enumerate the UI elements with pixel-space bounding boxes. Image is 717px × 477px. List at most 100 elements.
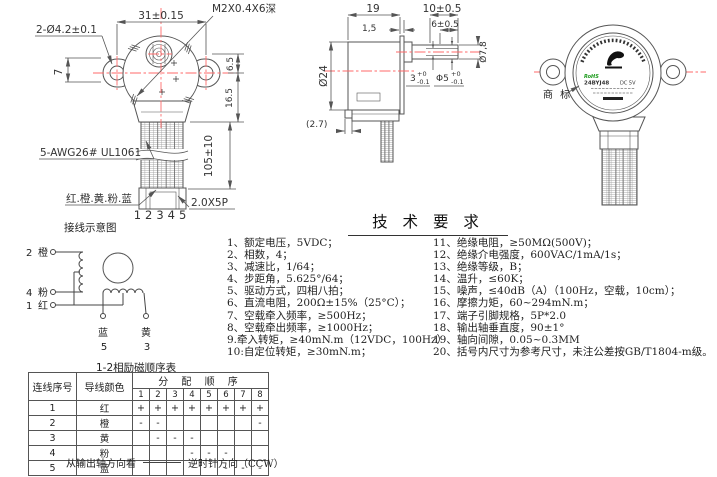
spec-list-left: 1、额定电压，5VDC； 2、相数，4； 3、减速比，1/64； 4、步距角，5… xyxy=(227,237,447,358)
cell-mark xyxy=(200,415,218,431)
dim-depth: 19 xyxy=(366,3,379,15)
label-view-drawing: RoHS 24BYJ48 DC 5V 商 标 xyxy=(534,24,706,206)
cell-mark: - xyxy=(149,430,167,446)
header-sequence: 分 配 顺 序 xyxy=(132,372,269,389)
cell-mark xyxy=(132,430,150,446)
terminal-2 xyxy=(50,249,56,255)
spec-item: 8、空载牵出频率，≥1000Hz； xyxy=(227,321,379,334)
spec-item: 2、相数，4； xyxy=(227,249,293,262)
side-connector xyxy=(351,109,400,122)
cell-mark: - xyxy=(149,415,167,431)
spec-item: 9.牵入转矩，≥40mN.m（12VDC，100Hz） xyxy=(227,333,448,346)
table-row: 2 橙 - - - xyxy=(28,415,269,431)
cell-mark: - xyxy=(234,460,252,476)
spec-item: 10:自定位转矩，≥30mN.m； xyxy=(227,345,372,358)
terminal-5 xyxy=(100,313,106,319)
schematic-caption: 接线示意图 xyxy=(64,221,117,234)
table-row: 3 黄 - - - xyxy=(28,430,269,446)
dim-center-bottom: 16.5 xyxy=(225,88,235,108)
spec-item: 20、括号内尺寸为参考尺寸，未注公差按GB/T1804-m级。 xyxy=(433,345,713,358)
cell-wire-color: 黄 xyxy=(76,430,133,446)
step-header: 8 xyxy=(251,388,269,401)
table-row: 4 粉 - - - xyxy=(28,445,269,461)
step-header: 7 xyxy=(234,388,252,401)
label-left-hole xyxy=(546,65,560,79)
cell-wire-no: 3 xyxy=(28,430,77,446)
cell-mark: + xyxy=(217,400,235,416)
rotation-note: 从输出轴方向看 逆时针方向（CCW） xyxy=(66,455,284,470)
label-view-connector xyxy=(599,130,639,150)
spec-item: 14、温升，≤60K； xyxy=(433,273,529,286)
step-header: 5 xyxy=(200,388,218,401)
dim-shaft-diameter: Φ5 xyxy=(436,74,449,84)
screw-spec-label: M2X0.4X6深 xyxy=(212,3,276,15)
cell-mark: + xyxy=(132,400,150,416)
spec-item: 12、绝缘介电强度，600VAC/1mA/1s； xyxy=(433,249,627,262)
spec-item: 19、轴向间隙，0.05~0.3MM xyxy=(433,333,580,346)
cell-mark xyxy=(251,430,269,446)
wire-spec-label: 5-AWG26# UL1061 xyxy=(40,147,141,159)
dim-flat-tol-upper: +0 xyxy=(417,70,427,78)
cell-mark xyxy=(200,430,218,446)
cell-wire-no: 2 xyxy=(28,415,77,431)
coil-a xyxy=(78,251,84,293)
terminal-2-color: 橙 xyxy=(38,246,48,259)
spec-item: 18、输出轴垂直度，90±1° xyxy=(433,321,565,334)
label-fine-print xyxy=(591,88,635,94)
rotation-note-suffix: 逆时针方向（CCW） xyxy=(188,459,284,470)
cell-mark: - xyxy=(183,430,201,446)
cell-mark: + xyxy=(149,400,167,416)
cell-mark: + xyxy=(200,400,218,416)
dim-mount-span: 31±0.15 xyxy=(138,10,184,22)
label-view-wires xyxy=(601,148,638,206)
spec-item: 6、直流电阻，200Ω±15%（25°C）； xyxy=(227,297,411,310)
excitation-sequence-table: 连线序号 导线颜色 分 配 顺 序 1 2 3 4 5 6 7 8 1 红 + … xyxy=(28,372,269,476)
terminal-4-number: 4 xyxy=(26,288,32,299)
terminal-4 xyxy=(50,289,56,295)
spec-list-right: 11、绝缘电阻，≥50MΩ(500V)； 12、绝缘介电强度，600VAC/1m… xyxy=(433,237,713,358)
spec-item: 5、驱动方式，四相八拍； xyxy=(227,285,350,298)
cell-mark xyxy=(217,430,235,446)
spec-item: 16、摩擦力矩，60~294mN.m； xyxy=(433,297,594,310)
spec-item: 4、步距角，5.625°/64； xyxy=(227,273,349,286)
cell-mark xyxy=(234,415,252,431)
cell-mark: - xyxy=(132,415,150,431)
header-wire-color: 导线颜色 xyxy=(76,372,133,401)
terminal-3-color: 黄 xyxy=(141,326,151,339)
cell-mark: + xyxy=(166,400,184,416)
cell-wire-no: 1 xyxy=(28,400,77,416)
sequence-table-title: 1-2相励磁顺序表 xyxy=(96,361,177,374)
spec-item: 11、绝缘电阻，≥50MΩ(500V)； xyxy=(433,237,598,249)
table-row: 5 蓝 - - - xyxy=(28,460,269,476)
side-flange xyxy=(399,35,405,115)
brand-logo xyxy=(607,51,625,66)
label-arc-company-text xyxy=(580,38,646,63)
cell-mark xyxy=(183,415,201,431)
cell-mark: - xyxy=(251,460,269,476)
rotor xyxy=(102,252,134,284)
cell-wire-color: 橙 xyxy=(76,415,133,431)
step-header: 6 xyxy=(217,388,235,401)
cell-mark: + xyxy=(234,400,252,416)
cell-mark: - xyxy=(217,460,235,476)
front-view-drawing: 31±0.15 M2X0.4X6深 2-Ø4.2±0.1 7 6.5 16.5 … xyxy=(35,3,276,222)
spec-item: 1、额定电压，5VDC； xyxy=(227,237,338,249)
rotation-note-prefix: 从输出轴方向看 xyxy=(66,459,136,470)
terminal-4-color: 粉 xyxy=(38,286,48,299)
dim-flat-length: 6±0.5 xyxy=(431,20,459,30)
terminal-1 xyxy=(50,302,56,308)
dim-flat-width: 3 xyxy=(410,74,416,84)
dim-flange-thickness: 1,5 xyxy=(362,24,376,34)
pin-numbers: 12345 xyxy=(134,208,191,222)
cell-mark: + xyxy=(183,400,201,416)
step-header: 4 xyxy=(183,388,201,401)
coil-b xyxy=(102,288,144,294)
label-bottom-bar xyxy=(603,97,623,100)
dim-wire-length: 105±10 xyxy=(203,135,215,177)
trademark-callout: 商 标 xyxy=(543,88,572,101)
motor-skirt xyxy=(132,100,192,123)
terminal-2-number: 2 xyxy=(26,248,32,259)
cell-wire-color: 红 xyxy=(76,400,133,416)
step-header: 2 xyxy=(149,388,167,401)
cell-mark xyxy=(166,415,184,431)
